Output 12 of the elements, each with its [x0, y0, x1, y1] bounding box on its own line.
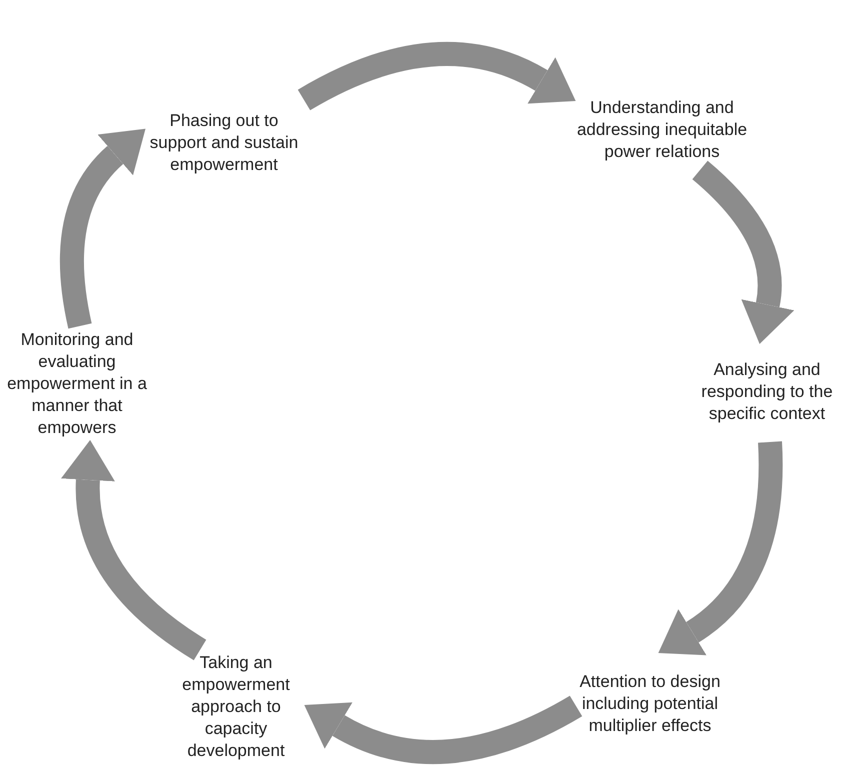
- cycle-arrow: [60, 127, 144, 328]
- cycle-arrow: [692, 160, 794, 344]
- step-label: Taking an empowerment approach to capacity development: [181, 652, 291, 762]
- cycle-arrow: [303, 696, 582, 764]
- cycle-arrow: [298, 42, 577, 110]
- step-label: Phasing out to support and sustain empowerment: [148, 110, 300, 176]
- cycle-arrow: [60, 440, 206, 660]
- cycle-arrow: [659, 442, 783, 655]
- step-label: Analysing and responding to the specific context: [700, 359, 834, 425]
- step-label: Attention to design including potential multiplier effects: [578, 671, 722, 737]
- step-label: Monitoring and evaluating empowerment in a manner that empowers: [6, 329, 148, 439]
- step-label: Understanding and addressing inequitable power relations: [576, 97, 748, 163]
